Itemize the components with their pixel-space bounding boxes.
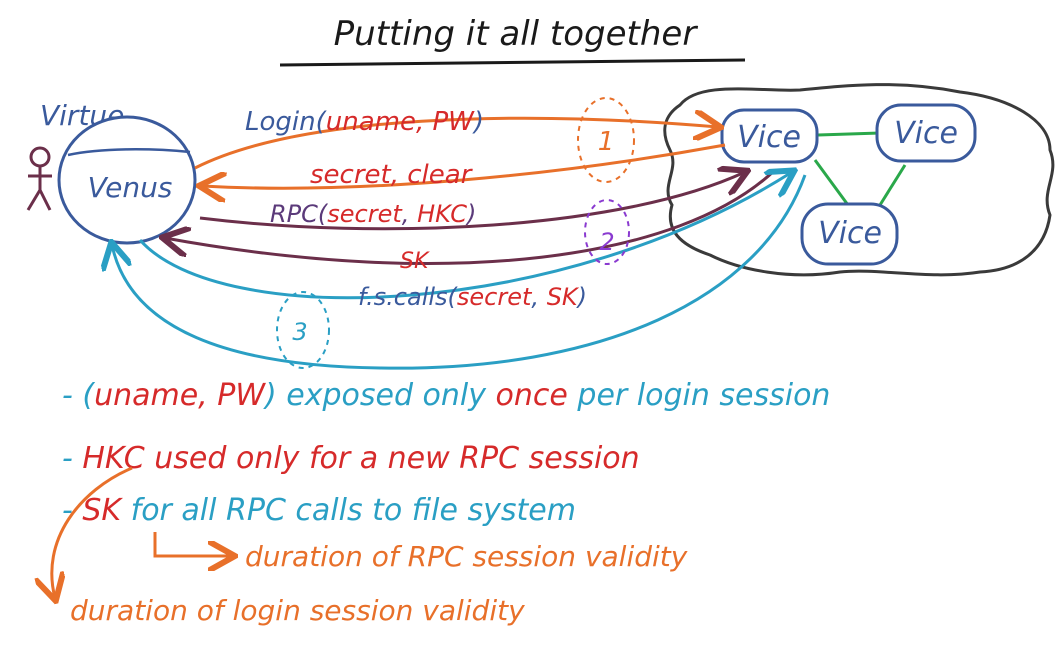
cloud-icon bbox=[663, 83, 1055, 277]
arrow-secret-clear bbox=[202, 143, 726, 188]
server-label: Vice bbox=[737, 120, 801, 155]
note-line: duration of login session validity bbox=[70, 594, 525, 627]
server-node[interactable]: Vice bbox=[875, 103, 977, 163]
message-label: Login(uname, PW) bbox=[245, 107, 484, 137]
server-link bbox=[813, 159, 850, 206]
arrow-rpc bbox=[199, 172, 745, 231]
client-node[interactable]: Venus bbox=[57, 115, 197, 245]
arrow-login bbox=[194, 118, 718, 170]
arrow-login-validity bbox=[52, 466, 133, 598]
svg-text:1: 1 bbox=[598, 127, 615, 157]
note-line: - (uname, PW) exposed only once per logi… bbox=[62, 378, 830, 413]
note-line: - SK for all RPC calls to file system bbox=[62, 493, 576, 528]
step-marker: 1 bbox=[577, 97, 635, 183]
message-label: secret, clear bbox=[310, 160, 474, 190]
server-label: Vice bbox=[894, 116, 958, 151]
title-underline bbox=[279, 58, 746, 67]
arrow-fs-calls bbox=[138, 172, 792, 300]
step-marker: 2 bbox=[584, 199, 630, 265]
page-title: Putting it all together bbox=[334, 14, 699, 54]
note-line: duration of RPC session validity bbox=[245, 540, 688, 573]
server-link bbox=[817, 131, 881, 137]
server-link bbox=[878, 164, 907, 206]
arrow-return bbox=[112, 174, 807, 370]
arrow-sk bbox=[165, 168, 777, 265]
server-label: Vice bbox=[818, 216, 882, 251]
server-node[interactable]: Vice bbox=[720, 108, 819, 164]
note-line: - HKC used only for a new RPC session bbox=[62, 441, 640, 476]
message-label: f.s.calls(secret, SK) bbox=[358, 283, 587, 311]
message-label: RPC(secret, HKC) bbox=[270, 200, 476, 228]
stick-figure-icon bbox=[26, 146, 52, 211]
server-node[interactable]: Vice bbox=[800, 202, 899, 266]
client-label: Venus bbox=[88, 171, 173, 204]
step-marker: 3 bbox=[276, 291, 330, 369]
svg-text:3: 3 bbox=[292, 318, 307, 346]
message-label: SK bbox=[400, 249, 430, 274]
arrow-rpc-validity bbox=[153, 532, 232, 556]
svg-text:2: 2 bbox=[599, 228, 614, 256]
